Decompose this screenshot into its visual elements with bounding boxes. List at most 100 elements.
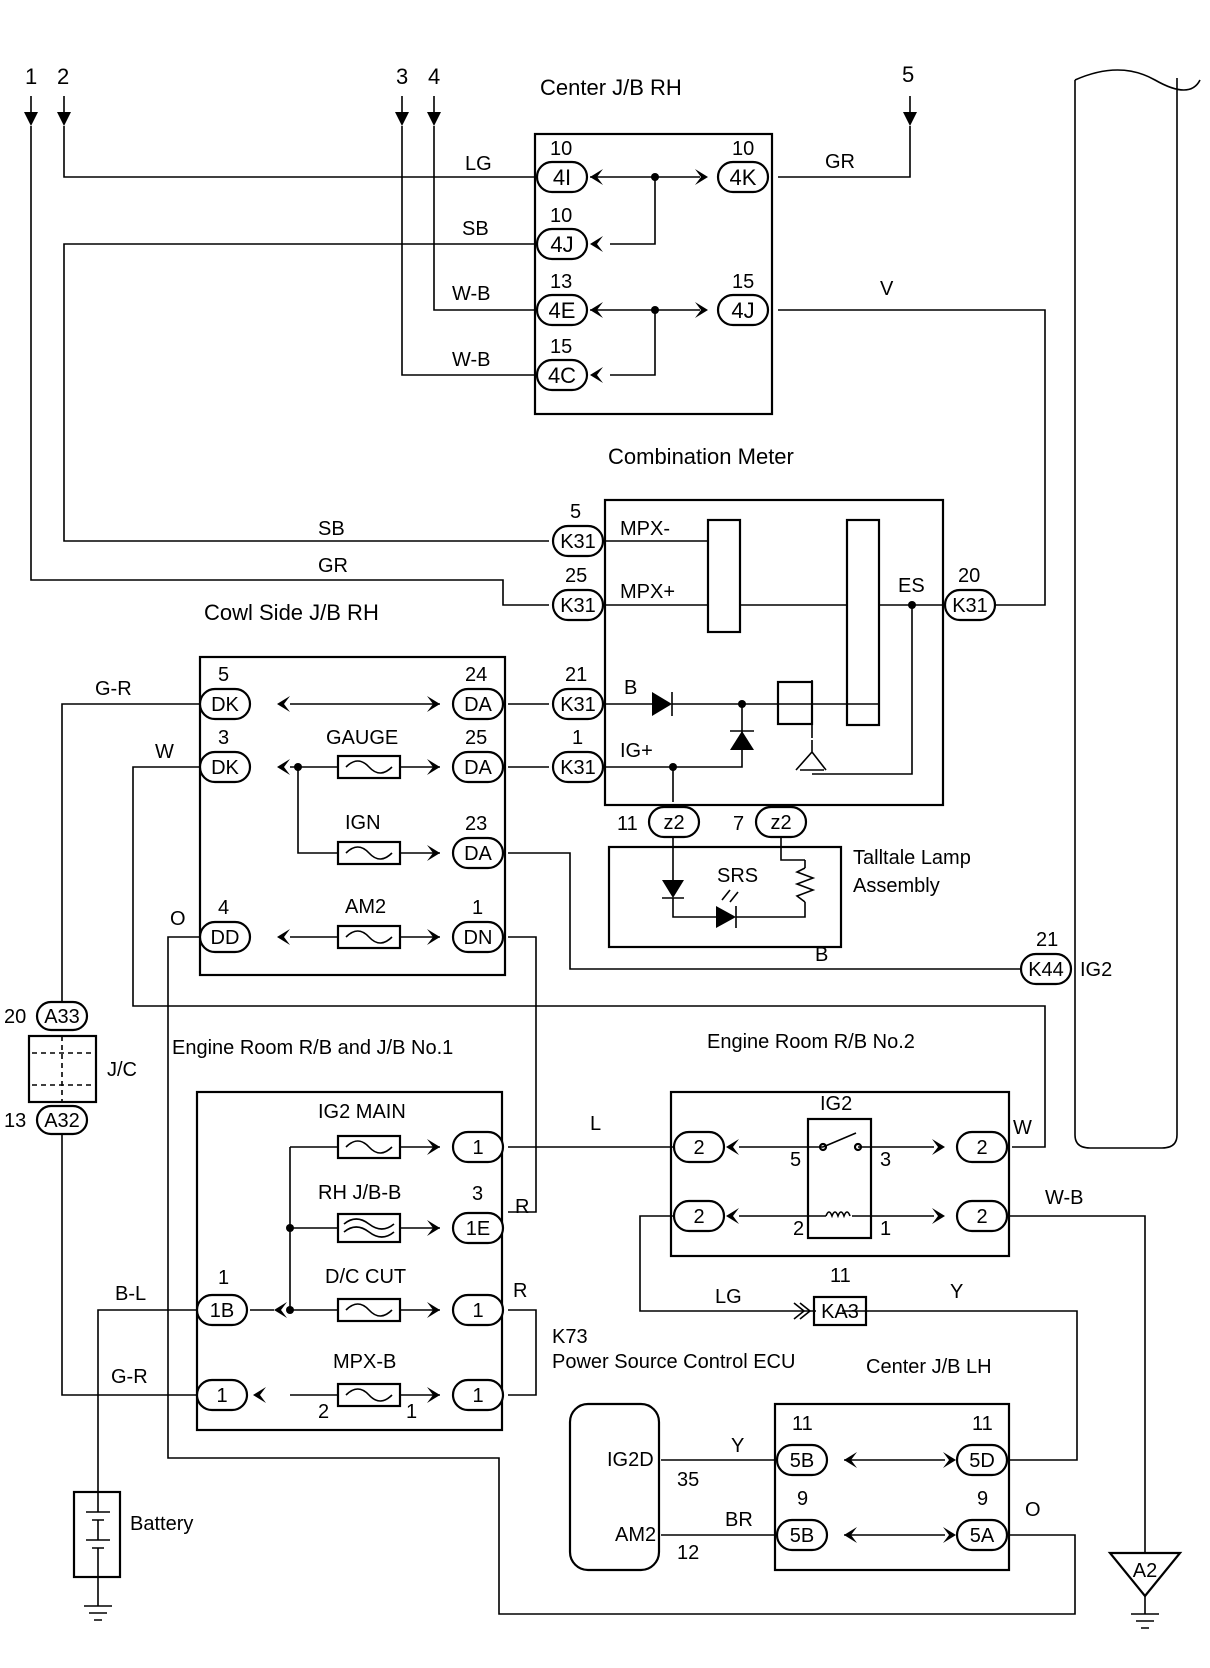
engine-room-jb1-box [195, 1090, 504, 1432]
harness-break-outline [1074, 69, 1201, 1149]
connector-k31 [551, 687, 605, 721]
meter-signal-mpx-minus: MPX- [620, 518, 670, 540]
terminal-label-4: 4 [428, 64, 440, 89]
pin-label: 21 [565, 664, 587, 686]
wire-label-lg: LG [715, 1286, 742, 1308]
meter-signal-mpx-plus: MPX+ [620, 581, 675, 603]
pin-label: 1 [406, 1401, 417, 1423]
wire-label-sb: SB [462, 218, 489, 240]
fuse-icon [336, 754, 402, 780]
connector-da-label: DA [464, 694, 492, 716]
resistor-icon [794, 867, 816, 903]
connector-5A-label: 5A [970, 1525, 995, 1547]
pin-label: 3 [218, 727, 229, 749]
connector-2 [955, 1199, 1009, 1233]
connector-1-label: 1 [472, 1137, 483, 1159]
wire-label-gr2: G-R [111, 1366, 148, 1388]
connector-5D [955, 1443, 1009, 1477]
connector-1-label: 1 [472, 1300, 483, 1322]
connector-da-label: DA [464, 843, 492, 865]
connector-da [451, 836, 505, 870]
pin-label: 3 [472, 1183, 483, 1205]
pin-label: 2 [793, 1218, 804, 1240]
relay-label-ig2: IG2 [820, 1093, 852, 1115]
wire-label-wb: W-B [452, 349, 491, 371]
pin-label: 12 [677, 1542, 699, 1564]
connector-dd [198, 920, 252, 954]
pin-label: 10 [550, 205, 572, 227]
pin-label: 15 [732, 271, 754, 293]
cowl-side-jb-box [198, 655, 507, 977]
ka3-connector-icon [793, 1302, 812, 1320]
fuse-label-mpx-b: MPX-B [333, 1351, 396, 1373]
terminal-label-3: 3 [396, 64, 408, 89]
pin-label: 11 [972, 1413, 993, 1435]
connector-1 [451, 1378, 505, 1412]
connector-k44-label: K44 [1028, 959, 1064, 981]
pin-label: 23 [465, 813, 487, 835]
connector-dk [198, 687, 252, 721]
connector-4J-right [716, 293, 770, 327]
connector-5B [775, 1518, 829, 1552]
relay-switch-icon [822, 1132, 857, 1148]
connector-dn [451, 920, 505, 954]
talltale-lamp-box [607, 845, 843, 949]
engine-room-jb-no1: Engine Room R/B and J/B No.1 IG2 MAIN RH… [172, 1037, 505, 1432]
arrow-down-icon [903, 112, 917, 126]
connector-5B-label: 5B [790, 1450, 814, 1472]
connector-z2-label: z2 [770, 812, 791, 834]
center-jb-rh: Center J/B RH 4I 10 4J 10 4E 13 4C 15 4K… [533, 75, 774, 416]
arrow-down-icon [427, 112, 441, 126]
connector-2-label: 2 [976, 1206, 987, 1228]
combination-meter-box [603, 498, 945, 807]
terminal-label-2: 2 [57, 64, 69, 89]
connector-4E [535, 293, 589, 327]
connector-5A [955, 1518, 1009, 1552]
wire-label-r: R [515, 1196, 529, 1218]
connector-ka3 [812, 1295, 868, 1327]
diode-icon [730, 731, 754, 750]
pin-label: 15 [550, 336, 572, 358]
pin-label: 24 [465, 664, 487, 686]
fuse-label-am2: AM2 [345, 896, 386, 918]
combination-meter: Combination Meter MPX- MPX+ ES B IG+ K31… [551, 444, 997, 839]
connector-a32 [35, 1104, 89, 1136]
fuse-label-ig2-main: IG2 MAIN [318, 1101, 406, 1123]
pin-label: 9 [797, 1488, 808, 1510]
connector-4J-label: 4J [550, 232, 573, 257]
pin-label: 5 [218, 664, 229, 686]
pin-label: 25 [465, 727, 487, 749]
connector-a33-label: A33 [44, 1006, 80, 1028]
wire-label-v: V [880, 278, 894, 300]
connector-dk-label: DK [211, 757, 239, 779]
block-title-engine-room-jb1: Engine Room R/B and J/B No.1 [172, 1037, 453, 1059]
connector-k31-label: K31 [560, 595, 596, 617]
pin-label: 11 [792, 1413, 813, 1435]
ecu-code: K73 [552, 1326, 588, 1348]
center-jb-rh-box [533, 132, 774, 416]
pin-label: 1 [218, 1267, 229, 1289]
fuse-label-rh-jb-b: RH J/B-B [318, 1182, 401, 1204]
wires [30, 126, 1146, 1615]
fuse-icon [336, 1134, 402, 1160]
pin-label: 20 [958, 565, 980, 587]
pin-label: 10 [732, 138, 754, 160]
connector-z2-label: z2 [663, 812, 684, 834]
pin-label: 5 [790, 1149, 801, 1171]
connector-da-label: DA [464, 757, 492, 779]
wire-label-sb: SB [318, 518, 345, 540]
connector-5B-label: 5B [790, 1525, 814, 1547]
connector-1-label: 1 [216, 1385, 227, 1407]
connector-2 [672, 1199, 726, 1233]
wire-label-lg: LG [465, 153, 492, 175]
wire-label-r: R [513, 1280, 527, 1302]
battery-box [72, 1490, 122, 1579]
connector-1E [451, 1211, 505, 1245]
relay-coil-icon [825, 1211, 851, 1219]
connector-dk-label: DK [211, 694, 239, 716]
connector-k31 [551, 588, 605, 622]
connector-4I [535, 160, 589, 194]
connector-a32-label: A32 [44, 1110, 80, 1132]
pin-label: 13 [4, 1110, 26, 1132]
